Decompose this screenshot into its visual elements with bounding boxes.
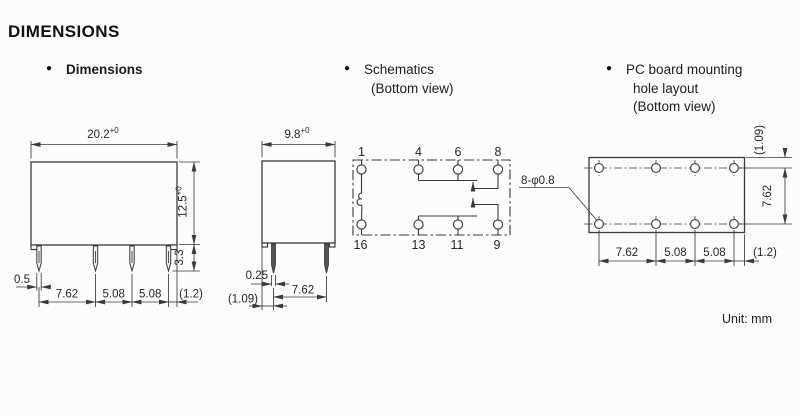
schematic-outline xyxy=(352,159,511,236)
pin-number-13: 13 xyxy=(412,238,426,252)
unit-note: Unit: mm xyxy=(722,312,772,326)
pin-number-4: 4 xyxy=(415,145,422,159)
front-edge-offset-dimension: (1.2) xyxy=(179,289,203,301)
front-pin-width-dimension: 0.5 xyxy=(14,274,30,286)
pcb-top-offset-dimension: (1.09) xyxy=(754,125,766,155)
front-pitch2-dimension: 5.08 xyxy=(103,289,125,301)
side-view-drawing: 9.8+0 0.25 7.62 (1.09) xyxy=(228,126,336,310)
side-view-dimension-lines xyxy=(249,141,336,310)
front-width-dimension: 20.2+0 xyxy=(87,126,119,141)
pcb-dimension-lines xyxy=(598,147,792,266)
pin-number-6: 6 xyxy=(455,145,462,159)
hole-spec-leader xyxy=(519,187,597,221)
side-edge-offset-dimension: (1.09) xyxy=(228,294,258,306)
pin-number-11: 11 xyxy=(451,238,464,252)
section-schematics-sublabel: (Bottom view) xyxy=(371,80,454,96)
bullet-icon: ● xyxy=(344,63,351,74)
coil-symbol xyxy=(356,174,363,220)
section-pcb-label-line3: (Bottom view) xyxy=(633,99,716,114)
bullet-icon: ● xyxy=(606,63,613,74)
pcb-pitch3-dimension: 5.08 xyxy=(703,247,725,259)
section-schematics-header: ● Schematics (Bottom view) xyxy=(344,61,454,98)
pcb-outline xyxy=(588,156,746,234)
pin-number-16: 16 xyxy=(354,238,368,252)
front-pitch1-dimension: 7.62 xyxy=(56,289,78,301)
section-pcb-label-line1: PC board mounting xyxy=(626,62,743,77)
pin-number-1: 1 xyxy=(358,145,365,159)
pcb-pitch2-dimension: 5.08 xyxy=(664,247,686,259)
pcb-edge-offset-dimension: (1.2) xyxy=(753,247,777,259)
front-height-dimension: 12.5+0 xyxy=(175,186,190,218)
section-pcb-header: ● PC board mounting hole layout (Bottom … xyxy=(606,61,742,117)
page-title: DIMENSIONS xyxy=(8,22,120,41)
relay-body-front-outline xyxy=(30,161,178,273)
pin-number-8: 8 xyxy=(495,145,502,159)
side-pin-thickness-dimension: 0.25 xyxy=(246,270,268,282)
hole-center-lines xyxy=(584,160,750,232)
section-schematics-label: Schematics xyxy=(364,62,434,77)
side-width-dimension: 9.8+0 xyxy=(284,126,310,141)
bullet-icon: ● xyxy=(46,63,53,74)
schematic-terminals xyxy=(356,160,504,235)
pcb-row-pitch-dimension: 7.62 xyxy=(762,185,774,207)
contact-symbols xyxy=(417,174,499,220)
hole-spec-label: 8-φ0.8 xyxy=(521,175,555,187)
front-view-dimension-lines xyxy=(16,141,200,307)
section-dimensions-label: Dimensions xyxy=(66,62,143,77)
front-view-drawing: 20.2+0 12.5+0 3.3 0.5 7.62 5.08 5.08 (1.… xyxy=(14,126,203,307)
mounting-holes xyxy=(594,163,739,229)
side-pin-pitch-dimension: 7.62 xyxy=(292,285,314,297)
relay-body-side-outline xyxy=(261,160,336,274)
section-pcb-label-line2: hole layout xyxy=(633,80,699,96)
pcb-layout-drawing: 8-φ0.8 (1.09) 7.62 7.62 5.08 5.08 (1.2) xyxy=(519,125,792,266)
section-dimensions-header: ● Dimensions xyxy=(46,61,143,80)
front-pitch3-dimension: 5.08 xyxy=(139,289,161,301)
schematic-drawing: 1 4 6 8 16 13 11 9 xyxy=(352,145,511,252)
pin-number-9: 9 xyxy=(494,238,501,252)
front-pin-length-dimension: 3.3 xyxy=(174,250,186,266)
pcb-pitch1-dimension: 7.62 xyxy=(616,247,638,259)
